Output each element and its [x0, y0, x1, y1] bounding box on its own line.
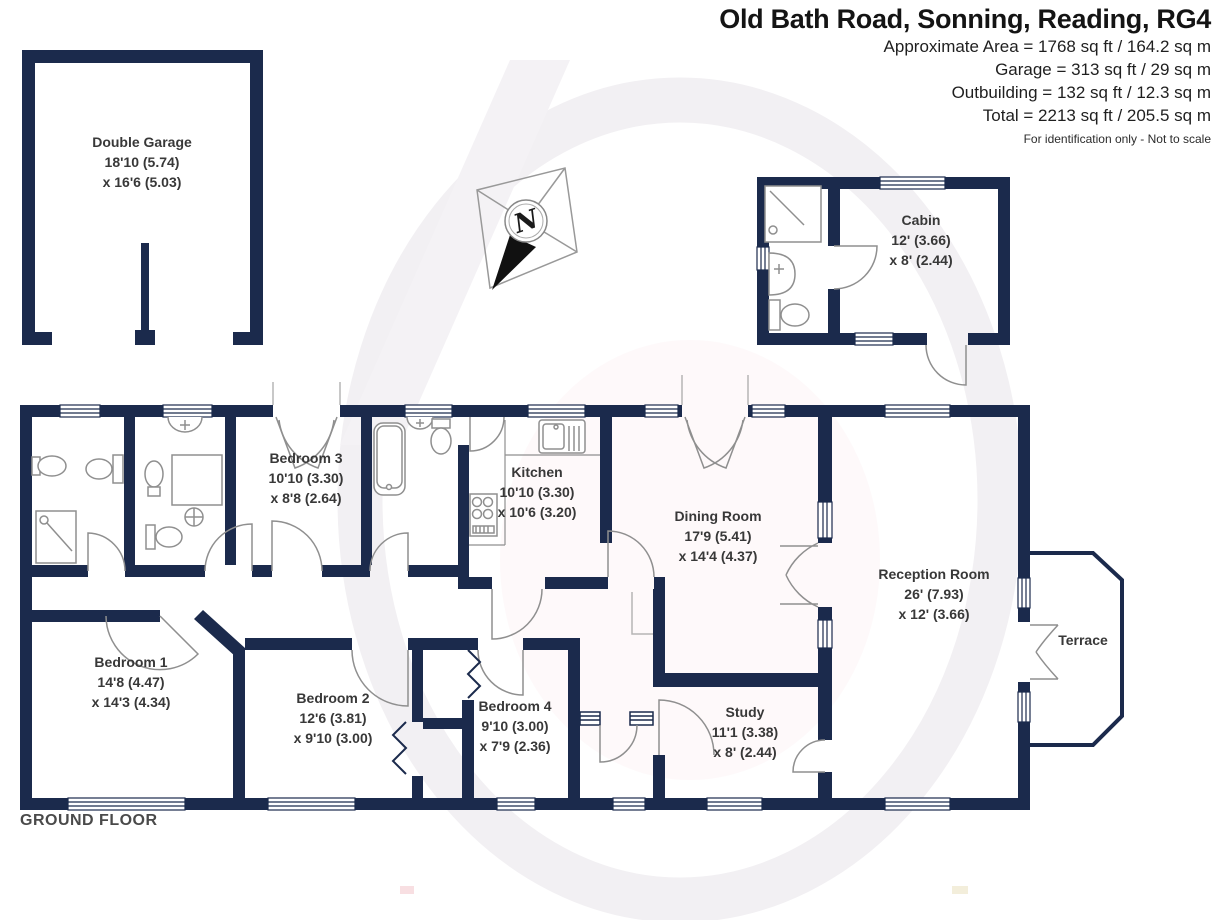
cabin-fixtures: [764, 185, 822, 331]
toilet-icon: [768, 299, 810, 331]
toilet-icon: [85, 454, 124, 484]
thin-lines: [272, 375, 749, 635]
toilet-icon: [145, 524, 183, 550]
closet-door-icons: [391, 649, 482, 775]
sink-icon: [406, 416, 434, 430]
sink-icon: [768, 252, 796, 296]
watermark: [337, 60, 1023, 920]
main-windows: [59, 404, 1031, 811]
sink-icon: [144, 460, 164, 497]
cabin-doors: [833, 245, 967, 386]
total-area-line: Total = 2213 sq ft / 205.5 sq m: [982, 106, 1211, 125]
cabin-plan: [756, 176, 1010, 386]
main-building-plan: [20, 375, 1059, 811]
floor-label: GROUND FLOOR: [20, 812, 158, 829]
shower-icon: [171, 454, 223, 527]
internal-window-stubs: [579, 711, 654, 726]
bathtub-icon: [373, 422, 406, 496]
shower-icon: [764, 185, 822, 243]
garage-walls: [22, 50, 263, 345]
hob-icon: [469, 493, 498, 537]
approximate-area-line: Approximate Area = 1768 sq ft / 164.2 sq…: [883, 37, 1211, 56]
room-label-terrace: Terrace: [1058, 632, 1108, 648]
cabin-walls: [757, 177, 1010, 345]
title-block: Old Bath Road, Sonning, Reading, RG4 App…: [719, 4, 1211, 146]
toilet-icon: [430, 418, 452, 455]
kitchen-counter: [469, 420, 600, 546]
cabin-windows: [756, 176, 946, 346]
page-title: Old Bath Road, Sonning, Reading, RG4: [719, 4, 1211, 34]
garage-plan: [22, 50, 263, 345]
main-doors: [87, 416, 1059, 773]
terrace-outline: [1030, 551, 1124, 747]
outbuilding-area-line: Outbuilding = 132 sq ft / 12.3 sq m: [951, 83, 1211, 102]
kitchen-sink-icon: [538, 419, 586, 454]
shower-icon: [35, 510, 77, 564]
compass-icon: N: [476, 167, 578, 290]
garage-area-line: Garage = 313 sq ft / 29 sq m: [995, 60, 1211, 79]
disclaimer-text: For identification only - Not to scale: [1023, 132, 1211, 146]
main-walls: [20, 405, 1030, 810]
sink-icon: [167, 416, 203, 433]
main-fixtures: [31, 416, 600, 564]
sink-icon: [31, 455, 67, 477]
